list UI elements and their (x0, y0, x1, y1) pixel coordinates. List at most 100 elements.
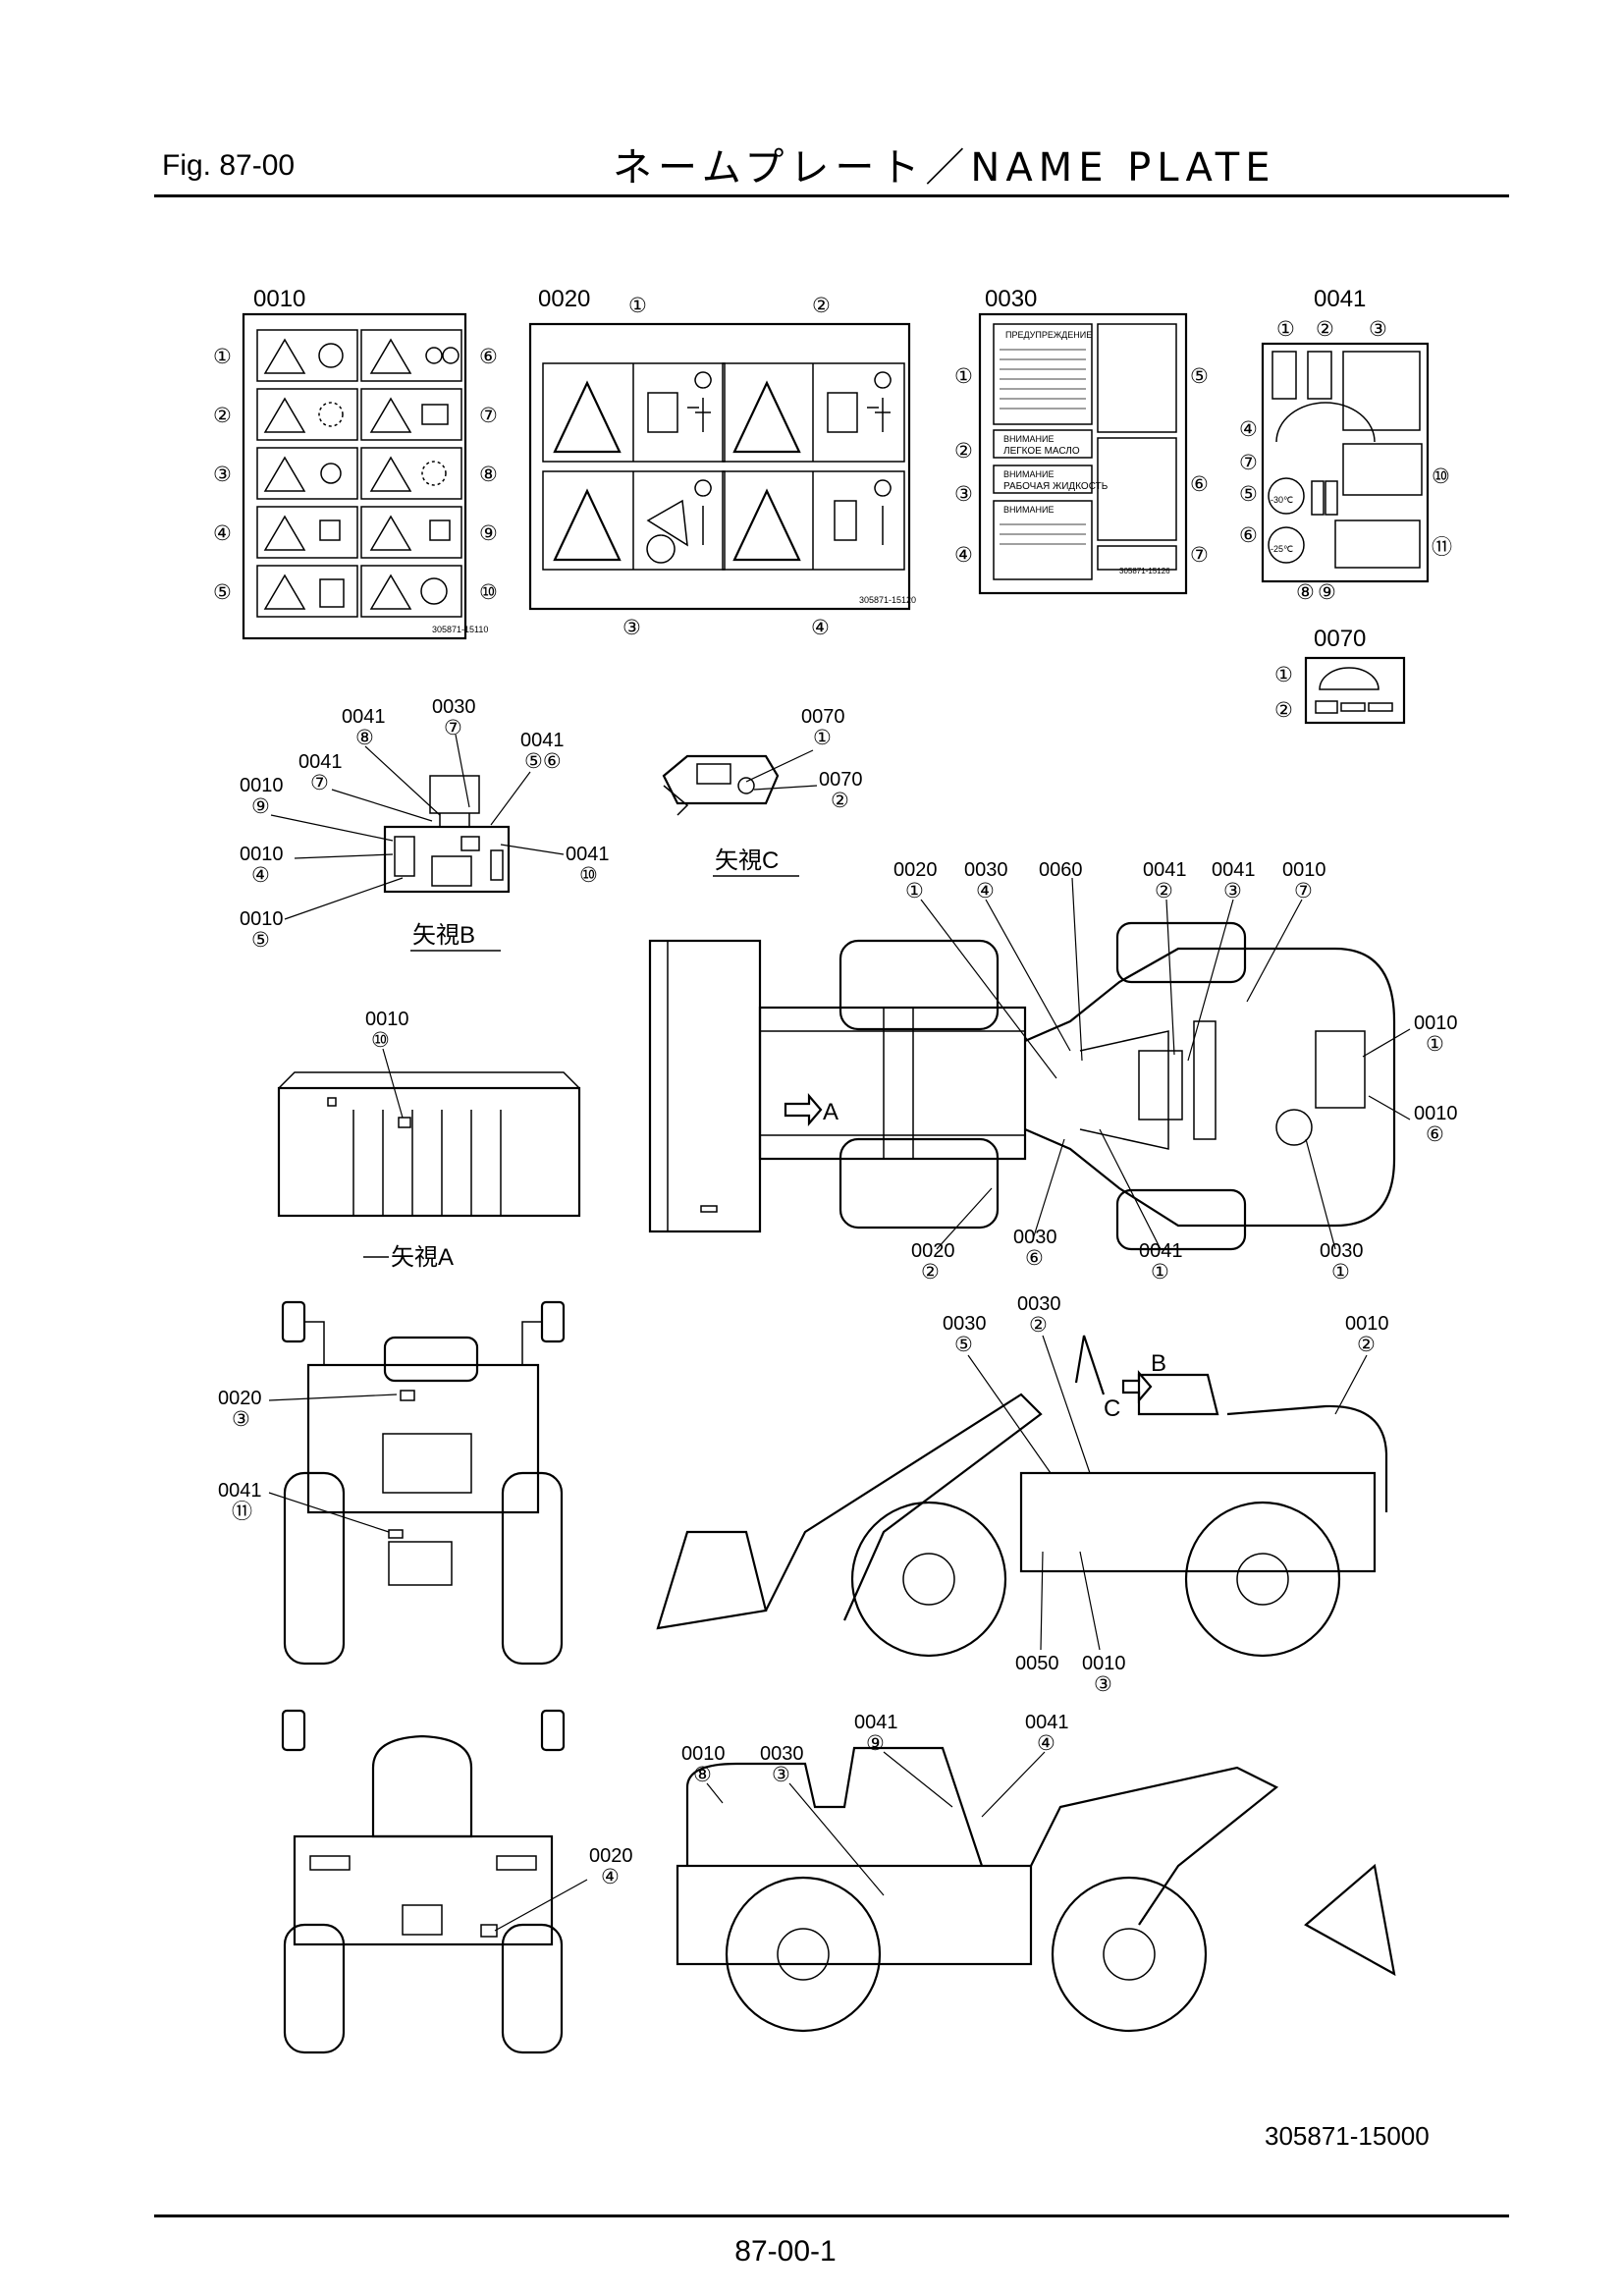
svg-text:0010: 0010 (1082, 1653, 1126, 1674)
svg-text:0010: 0010 (1345, 1313, 1389, 1335)
plate-0020: 0020 ① ② 305871-15120 ③ ④ (528, 286, 916, 639)
svg-text:①: ① (905, 880, 924, 902)
svg-text:0010: 0010 (240, 775, 284, 796)
svg-text:0010: 0010 (1414, 1012, 1458, 1034)
svg-text:③: ③ (1369, 318, 1387, 341)
svg-text:0050: 0050 (1015, 1653, 1059, 1674)
svg-text:⑥: ⑥ (1239, 524, 1258, 547)
svg-text:⑩: ⑩ (479, 581, 498, 604)
svg-text:⑤: ⑤ (213, 581, 232, 604)
svg-text:0010: 0010 (365, 1009, 409, 1030)
svg-text:0020: 0020 (218, 1388, 262, 1409)
plate-0010-number: 305871-15110 (432, 625, 488, 634)
svg-text:①: ① (954, 365, 973, 388)
svg-text:0041: 0041 (298, 751, 343, 773)
svg-text:0041: 0041 (1139, 1240, 1183, 1262)
svg-text:0030: 0030 (760, 1743, 804, 1765)
svg-text:③: ③ (1223, 880, 1242, 902)
svg-text:⑤: ⑤ (251, 929, 270, 952)
svg-text:⑦: ⑦ (310, 772, 329, 794)
svg-text:②: ② (1357, 1334, 1376, 1356)
svg-text:⑤: ⑤ (1190, 365, 1209, 388)
svg-text:ВНИМАНИЕ: ВНИМАНИЕ (1003, 505, 1054, 515)
svg-text:⑪: ⑪ (1432, 536, 1452, 559)
svg-text:0010: 0010 (1282, 859, 1326, 881)
svg-text:0041: 0041 (1212, 859, 1256, 881)
svg-text:②: ② (1029, 1314, 1048, 1337)
svg-text:⑧: ⑧ (693, 1764, 712, 1786)
svg-text:0020: 0020 (589, 1845, 633, 1867)
svg-text:⑩: ⑩ (1432, 465, 1450, 488)
svg-text:⑩: ⑩ (371, 1029, 390, 1052)
svg-text:①: ① (628, 295, 647, 317)
svg-text:0030: 0030 (1017, 1293, 1061, 1315)
svg-text:①: ① (1426, 1033, 1444, 1056)
svg-text:④: ④ (976, 880, 995, 902)
view-b-label: 矢視B (412, 922, 475, 949)
svg-text:0070: 0070 (819, 769, 863, 791)
svg-text:0041: 0041 (854, 1712, 898, 1733)
svg-text:0070: 0070 (801, 706, 845, 728)
svg-text:④: ④ (213, 522, 232, 545)
svg-text:⑦: ⑦ (444, 717, 462, 739)
svg-text:③: ③ (213, 464, 232, 486)
view-c-arrow: C (1104, 1395, 1120, 1422)
svg-text:⑥: ⑥ (1025, 1247, 1044, 1270)
view-c-label: 矢視C (715, 847, 779, 874)
svg-text:ЛЕГКОЕ МАСЛО: ЛЕГКОЕ МАСЛО (1003, 446, 1080, 457)
svg-text:0020: 0020 (911, 1240, 955, 1262)
svg-text:②: ② (812, 295, 831, 317)
plate-0030: 0030 ПРЕДУПРЕЖДЕНИЕ ВНИМАНИЕ ЛЕГКОЕ МАСЛ… (954, 286, 1209, 595)
svg-text:0041: 0041 (1025, 1712, 1069, 1733)
svg-text:①: ① (1274, 664, 1293, 686)
svg-text:①: ① (1331, 1261, 1350, 1284)
svg-text:⑤⑥: ⑤⑥ (524, 750, 562, 773)
svg-text:0030: 0030 (964, 859, 1008, 881)
svg-text:⑦: ⑦ (1190, 544, 1209, 567)
svg-text:⑧: ⑧ (355, 727, 374, 749)
svg-text:③: ③ (622, 617, 641, 639)
plate-0070-label: 0070 (1314, 626, 1366, 652)
svg-text:0030: 0030 (1013, 1227, 1057, 1248)
plate-0010-cells (256, 329, 462, 618)
svg-text:0030: 0030 (1320, 1240, 1364, 1262)
plate-0041-label: 0041 (1314, 286, 1366, 312)
svg-text:⑩: ⑩ (579, 864, 598, 887)
page-number: 87-00-1 (734, 2235, 837, 2268)
svg-text:⑨: ⑨ (479, 522, 498, 545)
svg-text:⑤: ⑤ (954, 1334, 973, 1356)
svg-text:0041: 0041 (342, 706, 386, 728)
svg-text:⑤: ⑤ (1239, 483, 1258, 506)
svg-text:⑦: ⑦ (1239, 452, 1258, 474)
svg-text:⑦: ⑦ (479, 405, 498, 427)
svg-text:④: ④ (251, 864, 270, 887)
plate-0010-index: ①② ③④ ⑤ ⑥⑦ ⑧⑨ ⑩ (213, 346, 498, 604)
svg-text:⑪: ⑪ (232, 1501, 252, 1523)
svg-text:⑥: ⑥ (1190, 473, 1209, 496)
svg-text:⑨: ⑨ (1318, 581, 1336, 604)
svg-text:0010: 0010 (1414, 1103, 1458, 1124)
svg-text:⑧: ⑧ (479, 464, 498, 486)
svg-text:③: ③ (772, 1764, 790, 1786)
svg-text:РАБОЧАЯ ЖИДКОСТЬ: РАБОЧАЯ ЖИДКОСТЬ (1003, 481, 1109, 492)
view-a-label: 矢視A (391, 1244, 454, 1271)
svg-text:0041: 0041 (218, 1480, 262, 1502)
drawing-number: 305871-15000 (1265, 2121, 1430, 2151)
svg-text:0030: 0030 (432, 696, 476, 718)
svg-text:⑦: ⑦ (1294, 880, 1313, 902)
svg-text:②: ② (831, 790, 849, 812)
svg-text:-30℃: -30℃ (1271, 495, 1293, 505)
svg-text:②: ② (1155, 880, 1173, 902)
svg-text:ПРЕДУПРЕЖДЕНИЕ: ПРЕДУПРЕЖДЕНИЕ (1005, 330, 1092, 340)
view-b-arrow: B (1151, 1350, 1166, 1377)
svg-text:③: ③ (954, 483, 973, 506)
svg-text:ВНИМАНИЕ: ВНИМАНИЕ (1003, 469, 1054, 479)
svg-text:0010: 0010 (681, 1743, 726, 1765)
svg-text:①: ① (213, 346, 232, 368)
